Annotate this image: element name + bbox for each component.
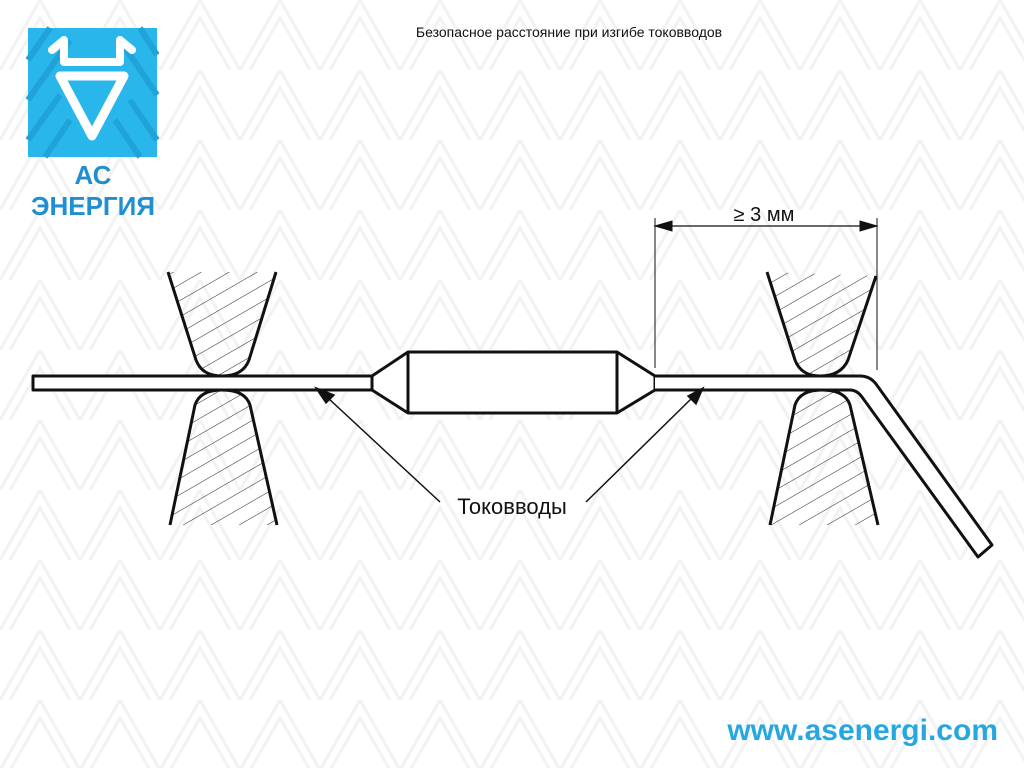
- logo: [25, 26, 160, 159]
- component-body: [31, 350, 994, 559]
- dimension-label: ≥ 3 мм: [734, 204, 795, 226]
- right-lead-wire-bent: [655, 374, 994, 559]
- website-link[interactable]: www.asenergi.com: [727, 714, 998, 747]
- leader-lines: [314, 386, 705, 503]
- logo-brand-text: АС ЭНЕРГИЯ: [30, 160, 156, 221]
- page-title: Безопасное расстояние при изгибе токовво…: [415, 24, 723, 40]
- leads-label: Токовводы: [457, 494, 567, 519]
- left-lead-wire: [31, 374, 374, 392]
- dimension-marker: [653, 218, 879, 370]
- component-capsule: [370, 350, 657, 415]
